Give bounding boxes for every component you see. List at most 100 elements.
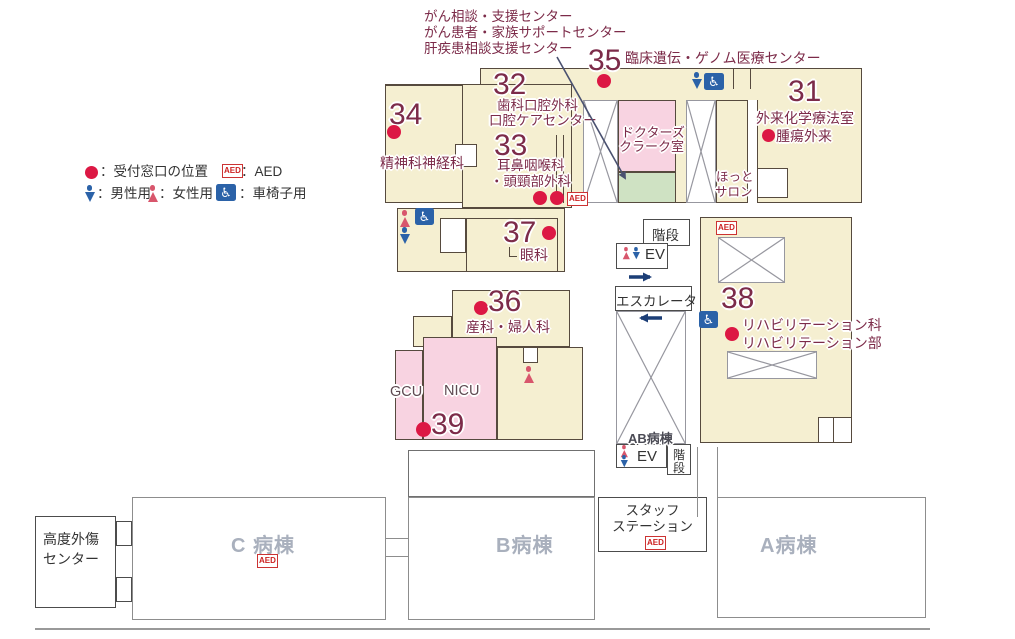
- building-base-line: [35, 628, 930, 630]
- staff-station-label-2: ステーション: [612, 519, 693, 534]
- wheelchair-icon-toilet-left: ♿: [415, 208, 434, 225]
- trauma-center-label-1: 高度外傷: [43, 531, 99, 547]
- room-37-label: 眼科: [520, 247, 548, 263]
- room-32-label-2: 口腔ケアセンター: [489, 113, 597, 128]
- legend-female-label: ：女性用: [159, 186, 213, 201]
- female-icon-toilet-left: [399, 210, 410, 227]
- door-line: [733, 69, 735, 89]
- ev-label-1: EV: [645, 246, 666, 263]
- mid-beige-block: [497, 347, 583, 440]
- annotation-cancer-consult: がん相談・支援センター: [424, 9, 573, 24]
- reception-dot-37: [542, 226, 556, 240]
- corridor-wall: [386, 556, 408, 558]
- escalator-shaft: [616, 311, 686, 444]
- ev-label-2: EV: [637, 448, 658, 465]
- ward-b-box: [408, 497, 595, 620]
- ward-c-label: C 病棟: [231, 535, 295, 557]
- room-33-number: 33: [494, 129, 528, 162]
- room-38-number: 38: [721, 282, 755, 315]
- room-31-number: 31: [788, 75, 822, 108]
- nicu-label: NICU: [444, 383, 480, 399]
- annotation-cancer-family: がん患者・家族サポートセンター: [424, 25, 627, 40]
- legend-aed-label: ：AED: [241, 164, 283, 179]
- trauma-center-box: [35, 516, 116, 608]
- gcu-label: GCU: [390, 384, 423, 400]
- void-box-38b: [727, 351, 817, 379]
- room-33-label-2: ・頭頸部外科: [490, 174, 571, 189]
- room-33-label-1: 耳鼻咽喉科: [497, 158, 565, 173]
- cancer-support-room: [618, 172, 676, 203]
- reception-dot-36: [474, 301, 488, 315]
- aed-icon-staff-station: AED: [645, 536, 666, 550]
- legend-male-label: ：男性用: [97, 186, 151, 201]
- room-35-number: 35: [588, 44, 622, 77]
- room-36-label: 産科・婦人科: [466, 319, 550, 335]
- shaft-void-2: [686, 100, 716, 203]
- hot-salon-label-1: ほっと: [716, 170, 754, 184]
- reception-dot-33b: [550, 191, 564, 205]
- wheelchair-icon-top-corridor: ♿: [704, 73, 724, 90]
- connector-stub: [116, 577, 132, 602]
- utility-room: [440, 218, 466, 253]
- room-36-number: 36: [488, 285, 522, 318]
- aed-icon-ward-c: AED: [257, 554, 278, 568]
- ward-a-box: [717, 497, 926, 618]
- legend-reception-dot: [85, 166, 98, 179]
- room-31-label: 外来化学療法室: [756, 110, 854, 126]
- reception-dot-38: [725, 327, 739, 341]
- hot-salon-room: [716, 100, 748, 203]
- wheelchair-icon-38: ♿: [699, 311, 718, 328]
- stairs-label-2a: 階: [673, 448, 686, 462]
- trauma-center-label-2: センター: [43, 551, 99, 567]
- legend-aed-icon: AED: [222, 164, 243, 178]
- aed-icon-33: AED: [567, 192, 588, 206]
- room-32-label-1: 歯科口腔外科: [497, 98, 578, 113]
- utility-room: [455, 144, 477, 167]
- escalator-label: エスカレータ: [616, 294, 697, 309]
- female-icon-ev1: [622, 247, 630, 259]
- corridor-wall: [697, 447, 699, 517]
- male-icon-ev2: [620, 455, 628, 467]
- corridor-wall: [386, 538, 408, 540]
- room-38-label-2: リハビリテーション部: [742, 335, 882, 351]
- room-34-number: 34: [389, 98, 423, 131]
- stairs-label-1: 階段: [652, 228, 679, 243]
- male-icon-ev1: [632, 247, 640, 259]
- utility-room: [523, 347, 538, 363]
- reception-dot-35: [597, 74, 611, 88]
- corridor-wall: [717, 447, 719, 497]
- corner-line-37: [509, 247, 517, 257]
- male-icon-top-corridor: [691, 72, 702, 89]
- annotation-liver: 肝疾患相談支援センター: [424, 41, 573, 56]
- clerk-room-label-1: ドクターズ: [621, 125, 685, 140]
- room-37-walls: [466, 218, 558, 272]
- stairs-label-2b: 段: [673, 461, 686, 475]
- legend-wheelchair-label: ：車椅子用: [239, 186, 307, 201]
- nicu-room: [423, 337, 497, 440]
- male-icon-toilet-left: [399, 227, 410, 244]
- reception-dot-34: [387, 125, 401, 139]
- legend-reception-label: ：受付窓口の位置: [100, 164, 208, 179]
- utility-room: [757, 168, 788, 198]
- room-32-number: 32: [493, 68, 527, 101]
- connector-stub: [116, 521, 132, 546]
- stairs-box-2: [667, 444, 691, 475]
- ab-ward-label: AB病棟: [628, 431, 673, 446]
- wall-line: [757, 100, 759, 203]
- legend-male-icon: [84, 185, 95, 202]
- room-31-sublabel: 腫瘍外来: [776, 128, 832, 144]
- female-icon-36: [523, 366, 534, 383]
- void-box-38a: [718, 237, 785, 283]
- utility-room: [818, 417, 852, 443]
- reception-dot-33a: [533, 191, 547, 205]
- door-line: [750, 69, 752, 89]
- female-icon-ev2: [620, 445, 628, 457]
- ward-b-label: B病棟: [496, 535, 554, 557]
- room-37-number: 37: [503, 216, 537, 249]
- aed-icon-38: AED: [716, 221, 737, 235]
- corridor-box: [408, 450, 595, 497]
- legend-female-icon: [147, 185, 158, 202]
- reception-dot-39: [416, 422, 431, 437]
- hot-salon-label-2: サロン: [715, 185, 753, 199]
